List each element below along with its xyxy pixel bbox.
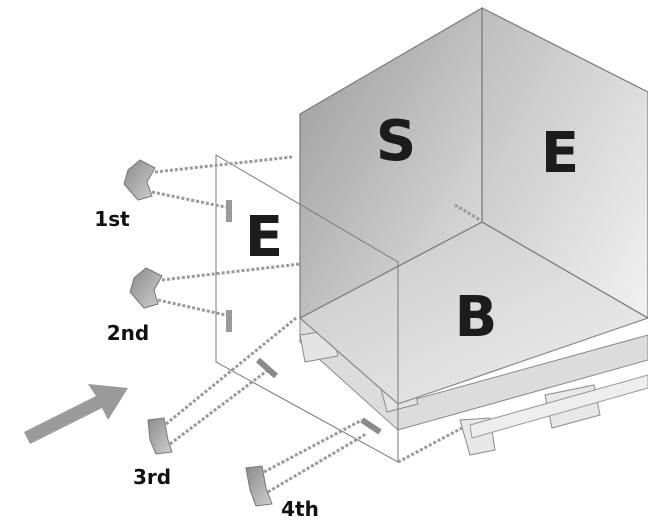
slot-marker [256, 357, 278, 379]
end-back-panel-letter: E [541, 121, 579, 186]
step-label-2: 2nd [107, 321, 149, 345]
step-3-part [147, 316, 297, 455]
step-4-part [245, 417, 463, 507]
pallet [299, 316, 648, 456]
bracket-icon [123, 159, 156, 201]
step-2-part [129, 262, 301, 332]
slot-marker [226, 310, 232, 332]
step-label-4: 4th [281, 497, 319, 521]
guide-line [151, 190, 231, 210]
arrow-icon [24, 384, 128, 444]
base-panel-letter: B [455, 285, 498, 350]
step-label-1: 1st [94, 207, 130, 231]
guide-line [161, 262, 301, 282]
guide-line [165, 316, 297, 426]
end-panel-back [481, 7, 648, 319]
end-front-panel-letter: E [245, 205, 283, 270]
guide-line [169, 368, 269, 446]
bracket-icon [245, 465, 273, 507]
slot-marker [360, 417, 382, 435]
guide-line [397, 426, 463, 464]
bracket-icon [129, 267, 163, 309]
side-panel-letter: S [376, 109, 416, 174]
bracket-icon [147, 417, 173, 455]
guide-line [157, 298, 231, 318]
step-label-3: 3rd [133, 465, 171, 489]
guide-line [267, 432, 367, 494]
slot-marker [226, 200, 232, 222]
step-1-part [123, 155, 293, 222]
guide-line [154, 155, 293, 174]
guide-line [263, 418, 363, 474]
